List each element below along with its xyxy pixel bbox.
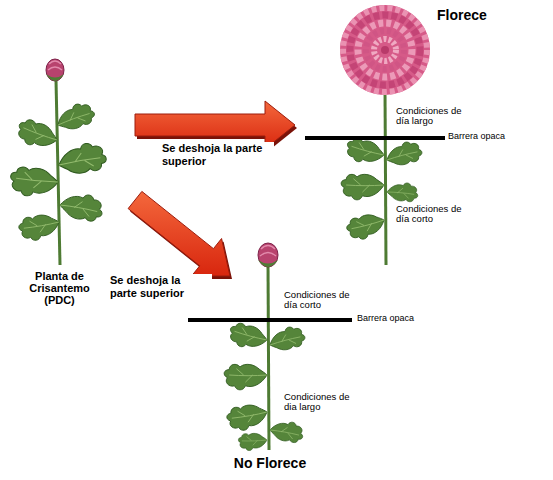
- condition-label: Condiciones de dia largo: [284, 392, 364, 413]
- edge-label: Se deshoja la parte superior: [108, 274, 212, 299]
- barrier-label: Barrera opaca: [357, 314, 414, 324]
- result-heading: Florece: [437, 8, 517, 23]
- plant-panel: FloreceCondiciones de día largoBarrera o…: [295, 5, 550, 270]
- plant-label: Planta de Crisantemo (PDC): [17, 270, 102, 306]
- opaque-barrier: [305, 136, 445, 140]
- condition-label: Condiciones de día largo: [396, 106, 476, 127]
- plant-panel: Condiciones de día cortoBarrera opacaCon…: [230, 245, 455, 477]
- result-heading: No Florece: [230, 456, 310, 471]
- condition-label: Condiciones de día corto: [396, 204, 476, 225]
- condition-label: Condiciones de día corto: [284, 290, 364, 311]
- chrysanthemum-plant: [305, 5, 445, 265]
- opaque-barrier: [188, 318, 352, 322]
- edge-label: Se deshoja la parte superior: [160, 142, 274, 167]
- barrier-label: Barrera opaca: [448, 132, 505, 142]
- chrysanthemum-plant: [9, 59, 108, 265]
- block-arrow: [128, 191, 230, 276]
